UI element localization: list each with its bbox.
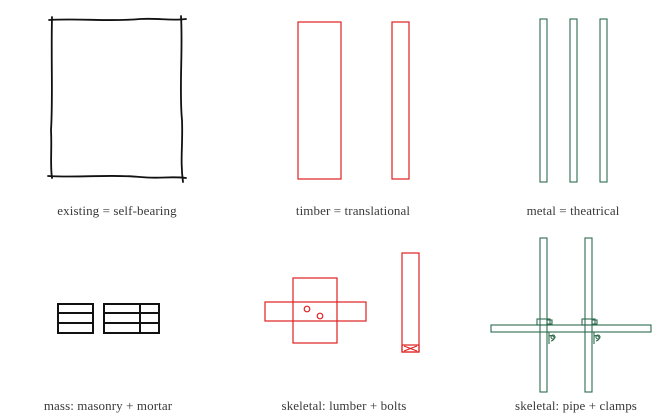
clamp [581,318,601,344]
caption-timber: timber = translational [295,203,411,218]
masonry-block-left [57,303,94,334]
timber-members [297,21,410,180]
metal-pole-2 [569,18,578,183]
lumber-vertical [292,277,338,344]
pipe-vertical-2 [584,237,593,393]
caption-metal: metal = theatrical [526,203,620,218]
masonry-blocks [57,303,160,334]
metal-members [539,18,608,183]
pipe-vertical-1 [539,237,548,393]
caption-existing: existing = self-bearing [57,203,177,218]
lumber-post-base [401,344,420,353]
caption-skeletal-lumber: skeletal: lumber + bolts [281,398,407,413]
caption-mass: mass: masonry + mortar [43,398,173,413]
timber-narrow-board [391,21,410,180]
lumber-bolted-joint [264,252,420,353]
caption-skeletal-pipe: skeletal: pipe + clamps [515,398,637,413]
masonry-block-right [103,303,160,334]
bolt [303,305,311,313]
metal-pole-3 [599,18,608,183]
metal-pole-1 [539,18,548,183]
clamp [536,318,556,344]
pipe-horizontal [490,324,652,333]
timber-wide-board [297,21,342,180]
lumber-post [401,252,420,353]
bolt [316,312,324,320]
existing-wall-sketch [47,15,187,183]
lumber-horizontal [264,301,367,322]
pipe-clamp-assembly [490,237,652,393]
